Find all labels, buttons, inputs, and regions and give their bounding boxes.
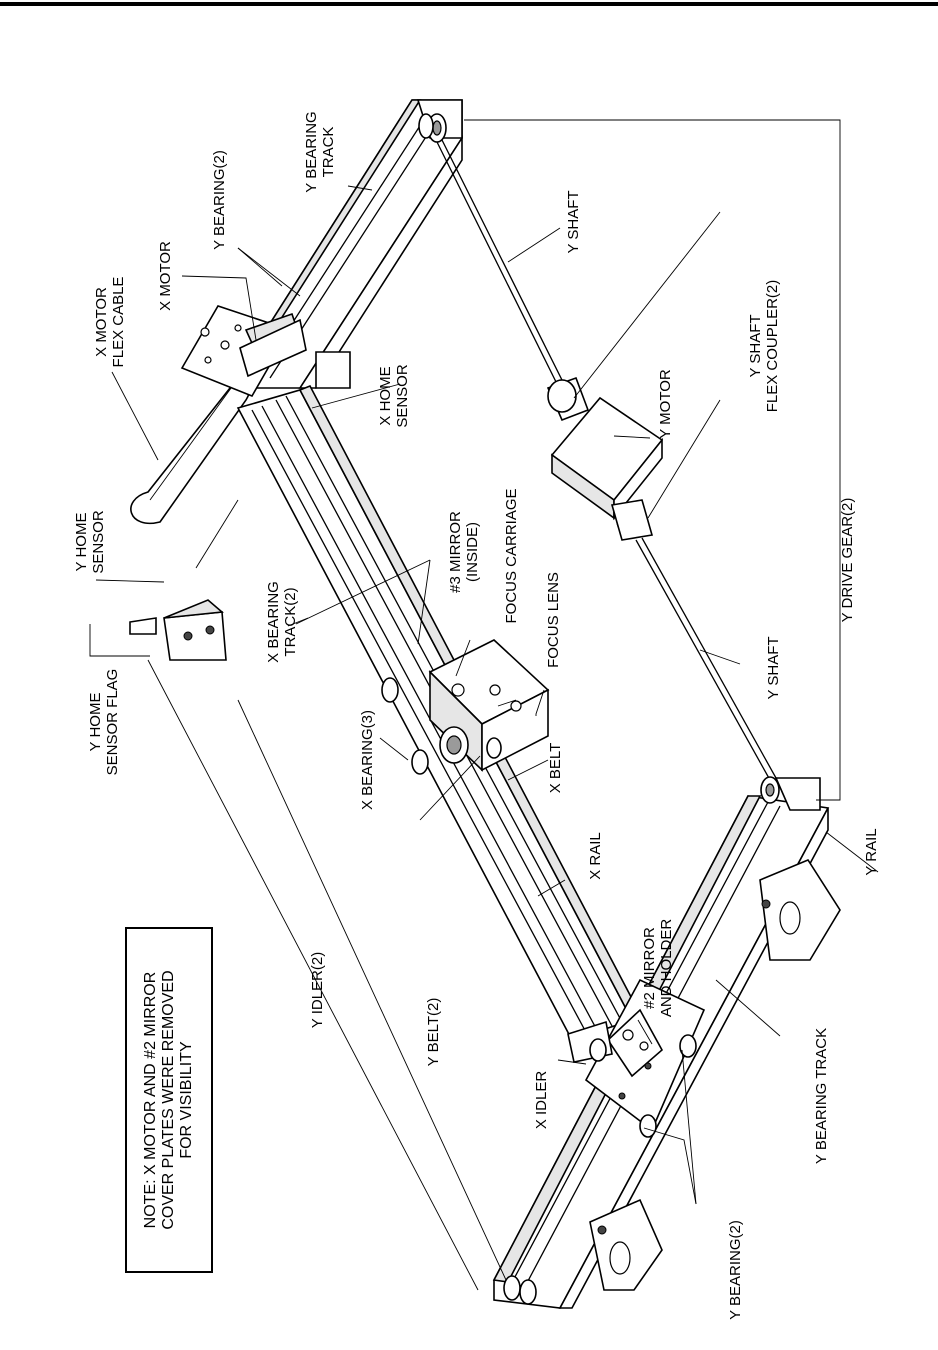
- label-mirror-3-2: (INSIDE): [464, 522, 481, 582]
- label-x-home-sensor-1: X HOME: [377, 366, 394, 425]
- label-y-shaft-bottom: Y SHAFT: [765, 636, 782, 699]
- focus-carriage: [381, 639, 550, 775]
- label-mirror-2-2: AND HOLDER: [658, 919, 675, 1018]
- leader-lines: [89, 119, 879, 1291]
- labels: Y BEARING TRACK Y BEARING(2) X MOTOR X M…: [73, 111, 880, 1320]
- label-y-shaft-flex-coupler-1: Y SHAFT: [747, 314, 764, 377]
- note-line-1: NOTE: X MOTOR AND #2 MIRROR: [142, 972, 159, 1229]
- top-border-line: [0, 2, 938, 6]
- label-x-rail: X RAIL: [587, 832, 604, 880]
- label-x-motor-flex-cable-1: X MOTOR: [93, 287, 110, 357]
- note-line-3: FOR VISIBILITY: [178, 1041, 195, 1159]
- label-x-home-sensor-2: SENSOR: [394, 364, 411, 428]
- label-focus-lens: FOCUS LENS: [545, 572, 562, 668]
- label-y-home-sensor-1: Y HOME: [73, 513, 90, 572]
- mechanism-drawing: [129, 99, 841, 1309]
- note-box: NOTE: X MOTOR AND #2 MIRROR COVER PLATES…: [125, 927, 213, 1273]
- label-y-bearing-track-bottom: Y BEARING TRACK: [813, 1028, 830, 1164]
- label-y-home-sensor-2: SENSOR: [90, 510, 107, 574]
- label-y-shaft-top: Y SHAFT: [565, 190, 582, 253]
- label-y-motor: Y MOTOR: [657, 369, 674, 439]
- label-x-motor-flex-cable-2: FLEX CABLE: [110, 277, 127, 368]
- label-x-bearing-track-1: X BEARING: [265, 581, 282, 663]
- label-y-rail: Y RAIL: [863, 828, 880, 875]
- label-y-bearing-track-top-1: Y BEARING: [303, 111, 320, 192]
- label-mirror-3-1: #3 MIRROR: [447, 511, 464, 593]
- label-x-idler: X IDLER: [533, 1071, 550, 1130]
- label-y-belt: Y BELT(2): [425, 998, 442, 1067]
- label-mirror-2-1: #2 MIRROR: [641, 927, 658, 1009]
- label-x-bearing-3: X BEARING(3): [359, 710, 376, 810]
- label-y-home-sensor-flag-2: SENSOR FLAG: [104, 669, 121, 776]
- x-idler-mirror-bracket: [503, 978, 706, 1305]
- label-y-idler: Y IDLER(2): [309, 952, 326, 1028]
- label-y-shaft-flex-coupler-2: FLEX COUPLER(2): [764, 280, 781, 413]
- label-x-belt: X BELT: [547, 743, 564, 794]
- label-x-motor: X MOTOR: [157, 241, 174, 311]
- label-x-bearing-track-2: TRACK(2): [282, 587, 299, 656]
- label-y-bearing-2-bottom: Y BEARING(2): [727, 1220, 744, 1320]
- label-focus-carriage: FOCUS CARRIAGE: [503, 488, 520, 623]
- note-line-2: COVER PLATES WERE REMOVED: [160, 970, 177, 1229]
- x-motor-flex-cable: [130, 305, 307, 525]
- label-y-drive-gear: Y DRIVE GEAR(2): [839, 498, 856, 623]
- label-y-home-sensor-flag-1: Y HOME: [87, 693, 104, 752]
- label-y-bearing-2-top: Y BEARING(2): [211, 150, 228, 250]
- label-y-bearing-track-top-2: TRACK: [320, 127, 337, 178]
- y-shaft-assembly: [418, 113, 777, 781]
